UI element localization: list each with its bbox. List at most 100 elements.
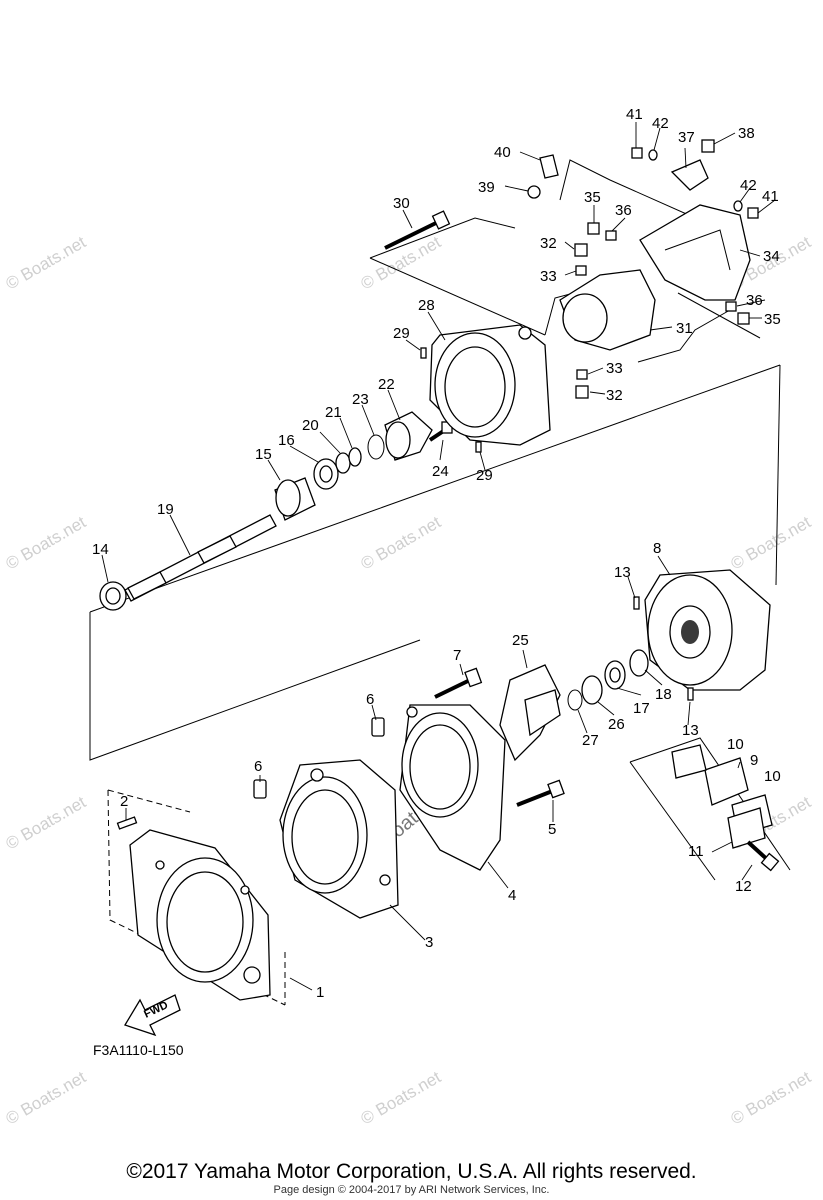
callout-32b: 32 bbox=[606, 387, 623, 404]
watermark: © Boats.net bbox=[3, 232, 90, 293]
callout-24: 24 bbox=[432, 463, 449, 480]
part-9-cover bbox=[704, 757, 749, 806]
callouts: 1 2 3 4 5 6 6 7 8 9 10 10 11 12 13 13 14… bbox=[92, 106, 781, 1001]
callout-5: 5 bbox=[548, 821, 556, 838]
callout-12: 12 bbox=[735, 878, 752, 895]
callout-32a: 32 bbox=[540, 235, 557, 252]
part-8-pump-housing bbox=[644, 569, 771, 691]
part-28-jet-housing bbox=[429, 324, 551, 446]
callout-21: 21 bbox=[325, 404, 342, 421]
callout-37: 37 bbox=[678, 129, 695, 146]
part-31-nozzle bbox=[559, 269, 656, 351]
callout-14: 14 bbox=[92, 541, 109, 558]
callout-33a: 33 bbox=[540, 268, 557, 285]
callout-36b: 36 bbox=[746, 292, 763, 309]
callout-28: 28 bbox=[418, 297, 435, 314]
callout-11: 11 bbox=[688, 843, 704, 860]
part-13-pin bbox=[633, 596, 694, 701]
part-30-bolt bbox=[384, 210, 451, 250]
part-11-bracket bbox=[727, 807, 766, 849]
watermark: © Boats.net bbox=[728, 1067, 815, 1128]
callout-35b: 35 bbox=[764, 311, 781, 328]
watermark: © Boats.net bbox=[358, 1067, 445, 1128]
callout-4: 4 bbox=[508, 887, 516, 904]
part-38-bolt bbox=[701, 139, 715, 153]
callout-20: 20 bbox=[302, 417, 319, 434]
callout-13b: 13 bbox=[682, 722, 699, 739]
part-29-pin bbox=[420, 347, 482, 453]
part-23-o-ring bbox=[367, 434, 385, 460]
part-37-lever bbox=[670, 159, 709, 191]
part-19-drive-shaft bbox=[124, 514, 277, 602]
diagram-code: F3A1110-L150 bbox=[93, 1042, 184, 1058]
callout-13a: 13 bbox=[614, 564, 631, 581]
callout-27: 27 bbox=[582, 732, 599, 749]
part-7-bolt bbox=[434, 667, 483, 699]
callout-31: 31 bbox=[676, 320, 693, 337]
watermark: © Boats.net bbox=[728, 512, 815, 573]
callout-29a: 29 bbox=[393, 325, 410, 342]
callout-9: 9 bbox=[750, 752, 758, 769]
callout-16: 16 bbox=[278, 432, 295, 449]
callout-23: 23 bbox=[352, 391, 369, 408]
part-27-o-ring bbox=[567, 689, 583, 711]
part-3-housing bbox=[279, 759, 399, 919]
part-39-ball-joint bbox=[527, 185, 541, 199]
callout-41b: 41 bbox=[762, 188, 779, 205]
callout-34: 34 bbox=[763, 248, 780, 265]
leader-lines bbox=[101, 122, 776, 991]
part-5-bolt bbox=[516, 779, 565, 807]
callout-39: 39 bbox=[478, 179, 495, 196]
part-17-seal bbox=[604, 660, 626, 690]
callout-8: 8 bbox=[653, 540, 661, 557]
part-20-seal bbox=[335, 452, 351, 474]
part-21-collar bbox=[348, 447, 362, 467]
part-14-bearing bbox=[99, 581, 127, 611]
part-25-impeller bbox=[499, 664, 561, 762]
copyright-notice: ©2017 Yamaha Motor Corporation, U.S.A. A… bbox=[126, 1160, 697, 1183]
callout-2: 2 bbox=[120, 793, 128, 810]
watermark: © Boats.net bbox=[3, 512, 90, 573]
callout-33b: 33 bbox=[606, 360, 623, 377]
callout-1: 1 bbox=[316, 984, 324, 1001]
part-4-impeller-housing bbox=[399, 704, 506, 871]
callout-30: 30 bbox=[393, 195, 410, 212]
part-34-reverse-gate bbox=[639, 204, 751, 301]
callout-25: 25 bbox=[512, 632, 529, 649]
callout-17: 17 bbox=[633, 700, 650, 717]
callout-42b: 42 bbox=[740, 177, 757, 194]
page-design-credit: Page design © 2004-2017 by ARI Network S… bbox=[273, 1184, 550, 1196]
part-18-ring bbox=[629, 649, 649, 677]
part-1-intake-plate bbox=[107, 789, 286, 1006]
watermark: © Boats.net bbox=[358, 512, 445, 573]
callout-6b: 6 bbox=[366, 691, 374, 708]
part-36-collar bbox=[605, 230, 737, 312]
part-32-bolt bbox=[574, 243, 589, 399]
part-2-pin bbox=[116, 816, 138, 830]
part-26-seal bbox=[581, 675, 603, 705]
callout-10b: 10 bbox=[764, 768, 781, 785]
callout-35a: 35 bbox=[584, 189, 601, 206]
callout-19: 19 bbox=[157, 501, 174, 518]
callout-6a: 6 bbox=[254, 758, 262, 775]
callout-29b: 29 bbox=[476, 467, 493, 484]
watermark: © Boats.net bbox=[3, 1067, 90, 1128]
callout-7: 7 bbox=[453, 647, 461, 664]
callout-36a: 36 bbox=[615, 202, 632, 219]
part-33-collar bbox=[575, 265, 588, 380]
callout-10a: 10 bbox=[727, 736, 744, 753]
callout-42a: 42 bbox=[652, 115, 669, 132]
callout-38: 38 bbox=[738, 125, 755, 142]
part-16-bearing bbox=[313, 458, 339, 490]
fwd-arrow-icon: FWD bbox=[124, 994, 181, 1037]
callout-26: 26 bbox=[608, 716, 625, 733]
callout-40: 40 bbox=[494, 144, 511, 161]
callout-18: 18 bbox=[655, 686, 672, 703]
callout-41a: 41 bbox=[626, 106, 643, 123]
part-42-washer bbox=[648, 149, 743, 212]
watermark: © Boats.net bbox=[3, 792, 90, 853]
callout-22: 22 bbox=[378, 376, 395, 393]
part-40-bracket bbox=[539, 154, 559, 179]
part-35-bolt bbox=[587, 222, 750, 325]
